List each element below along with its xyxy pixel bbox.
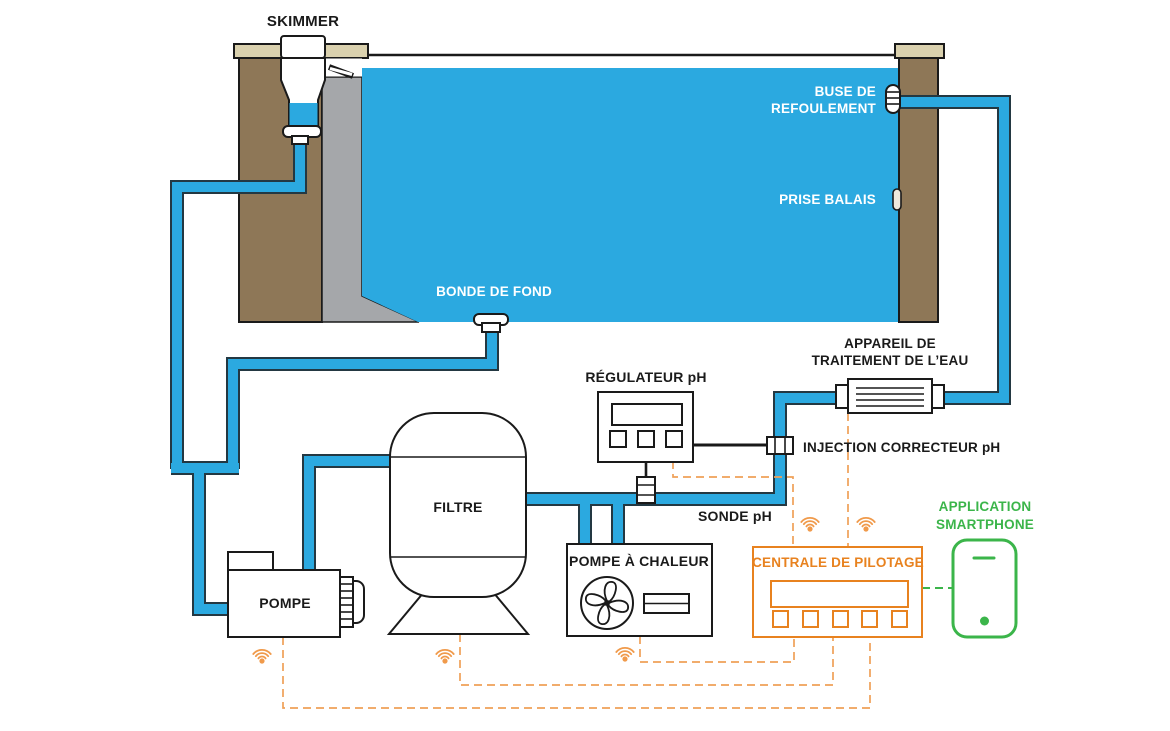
control-unit-button-4 bbox=[861, 610, 878, 628]
link-pump-to-control bbox=[282, 637, 871, 709]
ph-probe-fitting bbox=[636, 476, 656, 504]
pipe-pump-to-filter bbox=[304, 456, 396, 574]
pool-water bbox=[362, 68, 899, 322]
main-drain-base bbox=[481, 322, 501, 333]
treatment-label-line2: TRAITEMENT DE L’EAU bbox=[812, 353, 969, 368]
pool-fittings bbox=[282, 84, 902, 333]
vacuum-point-fitting bbox=[892, 188, 902, 211]
pump-unit bbox=[227, 551, 365, 638]
skimmer-body bbox=[280, 35, 362, 133]
ph-regulator-unit bbox=[597, 391, 694, 463]
filter-tank bbox=[389, 412, 527, 598]
app-label-line1: APPLICATION bbox=[939, 499, 1032, 514]
heat-pump-unit bbox=[566, 543, 713, 637]
control-unit-button-3 bbox=[832, 610, 849, 628]
control-unit-button-2 bbox=[802, 610, 819, 628]
skimmer-weir bbox=[329, 67, 353, 76]
filter-unit bbox=[386, 412, 531, 635]
ph-regulator-button-1 bbox=[609, 430, 627, 448]
diagram-labels: SKIMMER BUSE DE REFOULEMENT PRISE BALAIS… bbox=[259, 13, 1034, 611]
water-treatment-unit bbox=[835, 378, 945, 414]
fan-icon bbox=[584, 580, 630, 626]
smartphone-body bbox=[951, 538, 1018, 639]
treatment-body bbox=[847, 378, 933, 414]
control-unit bbox=[752, 546, 923, 638]
control-unit-display bbox=[770, 580, 909, 608]
return-nozzle-label-line1: BUSE DE bbox=[815, 84, 876, 99]
pump-motor-cap bbox=[352, 580, 365, 624]
skimmer-lid bbox=[280, 35, 326, 59]
treatment-cell-plates bbox=[856, 387, 924, 407]
app-label-line2: SMARTPHONE bbox=[936, 517, 1034, 532]
probe-label: SONDE pH bbox=[698, 508, 772, 524]
filter-label: FILTRE bbox=[433, 499, 482, 515]
control-unit-label: CENTRALE DE PILOTAGE bbox=[752, 555, 924, 570]
pump-label: POMPE bbox=[259, 595, 311, 611]
pipe-main-drain bbox=[228, 326, 497, 469]
skimmer-outlet-fitting bbox=[291, 135, 309, 145]
wifi-icon-regulator bbox=[800, 516, 820, 532]
link-regulator-to-control bbox=[672, 461, 794, 547]
pipe-skimmer-suction bbox=[172, 136, 305, 469]
pipe-return bbox=[895, 97, 1009, 403]
ph-regulator-display bbox=[611, 403, 683, 426]
control-unit-button-1 bbox=[772, 610, 789, 628]
return-nozzle-label-line2: REFOULEMENT bbox=[771, 101, 877, 116]
heat-pump-label: POMPE À CHALEUR bbox=[569, 553, 709, 569]
injection-label: INJECTION CORRECTEUR pH bbox=[803, 440, 1000, 455]
treatment-label-line1: APPAREIL DE bbox=[844, 336, 936, 351]
pool-cross-section bbox=[233, 35, 945, 323]
return-nozzle bbox=[885, 84, 901, 114]
wifi-icon-treatment bbox=[856, 516, 876, 532]
pipe-to-pump bbox=[194, 468, 232, 614]
smartphone bbox=[951, 538, 1018, 639]
wifi-icon-pump bbox=[252, 648, 272, 664]
ph-regulator-body bbox=[597, 391, 694, 463]
pump-body bbox=[227, 569, 341, 638]
ph-regulator-button-2 bbox=[637, 430, 655, 448]
wireless-links bbox=[252, 413, 953, 709]
link-filter-to-control bbox=[459, 634, 834, 686]
filter-stand bbox=[386, 591, 531, 635]
pump-motor-fins bbox=[340, 583, 353, 620]
vacuum-point-label: PRISE BALAIS bbox=[779, 192, 876, 207]
pump-prefilter bbox=[227, 551, 274, 571]
pipe-pump-to-filter-outline bbox=[302, 454, 396, 574]
ph-injection-fitting bbox=[766, 436, 794, 455]
main-drain-label: BONDE DE FOND bbox=[436, 284, 552, 299]
wifi-icon-heatpump bbox=[615, 646, 635, 662]
wifi-icon-filter bbox=[435, 648, 455, 664]
coping-right bbox=[894, 43, 945, 59]
control-unit-button-5 bbox=[891, 610, 908, 628]
smartphone-home-button bbox=[980, 616, 989, 626]
ph-regulator-button-3 bbox=[665, 430, 683, 448]
ph-regulator-label: RÉGULATEUR pH bbox=[585, 369, 706, 385]
link-heatpump-to-control bbox=[639, 636, 795, 663]
skimmer-label: SKIMMER bbox=[267, 13, 339, 30]
